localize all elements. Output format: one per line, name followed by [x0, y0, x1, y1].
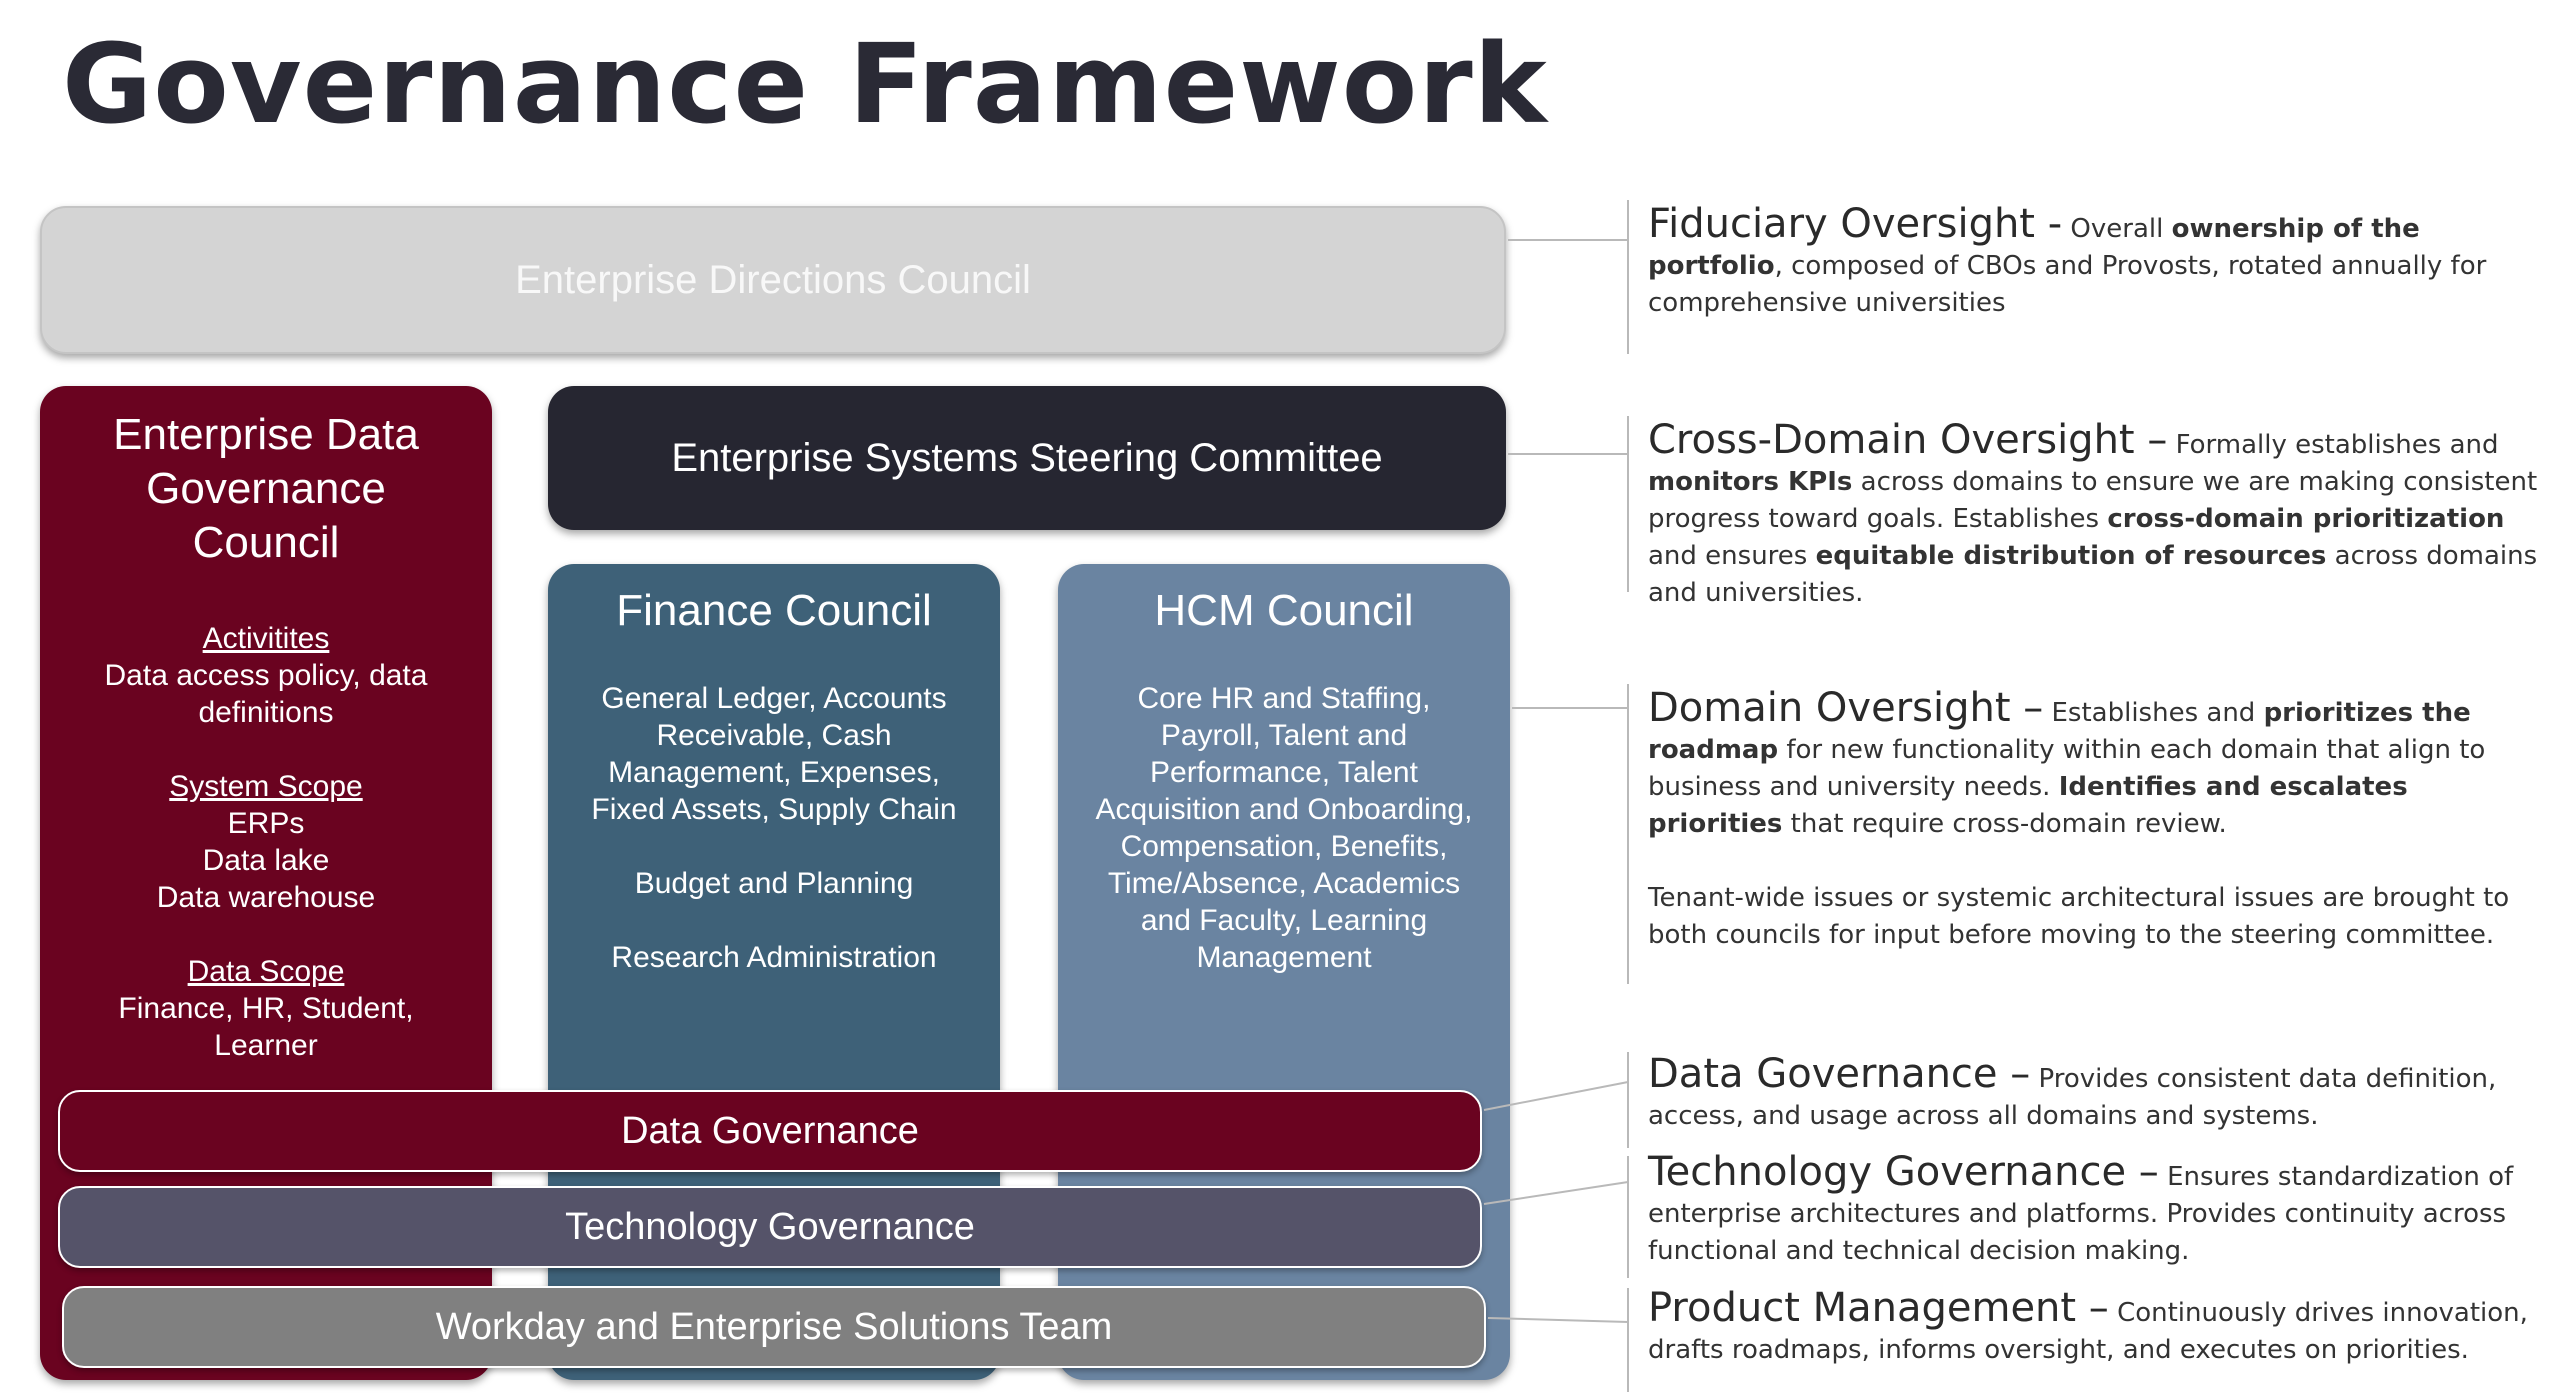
enterprise-directions-council-box: Enterprise Directions Council — [40, 206, 1506, 354]
workday-team-band: Workday and Enterprise Solutions Team — [62, 1286, 1486, 1368]
cross-domain-text: across domains and universities. — [1648, 541, 2538, 608]
hcm-council-line: Payroll, Talent and — [1160, 719, 1408, 752]
domain-bold: prioritizes the roadmap — [1648, 698, 2471, 765]
product-management-text: Continuously drives innovation, drafts r… — [1648, 1298, 2528, 1365]
finance-council-line: Management, Expenses, — [608, 756, 940, 789]
product-management-heading: Product Management – — [1648, 1285, 2109, 1331]
fiduciary-description: Fiduciary Oversight - Overall ownership … — [1648, 204, 2548, 322]
essc-label: Enterprise Systems Steering Committee — [671, 435, 1383, 480]
edgc-system-scope: System Scope ERPs Data lake Data warehou… — [40, 768, 492, 916]
activities-label: Activitites — [202, 622, 330, 655]
page-title: Governance Framework — [62, 20, 1548, 148]
hcm-council-line: Performance, Talent — [1150, 756, 1418, 789]
edgc-data-scope: Data Scope Finance, HR, Student, Learner — [40, 953, 492, 1064]
hcm-council-line: Time/Absence, Academics — [1107, 867, 1461, 900]
finance-council-title: Finance Council — [616, 586, 932, 635]
finance-council-line: Budget and Planning — [634, 867, 914, 900]
finance-council-body: General Ledger, Accounts Receivable, Cas… — [548, 680, 1000, 976]
bracket-line-fiduciary — [1627, 200, 1629, 354]
bracket-line-technology-governance — [1627, 1156, 1629, 1278]
edgc-activities: Activitites Data access policy, data def… — [40, 620, 492, 731]
fiduciary-text: Overall — [2062, 214, 2172, 244]
data-governance-text: Provides consistent data definition, acc… — [1648, 1064, 2497, 1131]
system-scope-label: System Scope — [169, 770, 363, 803]
technology-governance-description: Technology Governance – Ensures standard… — [1648, 1152, 2548, 1270]
data-governance-band: Data Governance — [58, 1090, 1482, 1172]
domain-heading: Domain Oversight – — [1648, 685, 2044, 731]
technology-governance-heading: Technology Governance – — [1648, 1149, 2159, 1195]
cross-domain-bold: cross-domain prioritization — [2107, 504, 2505, 534]
edgc-title-line: Governance — [146, 464, 386, 513]
workday-team-label: Workday and Enterprise Solutions Team — [435, 1305, 1113, 1348]
hcm-council-line: Core HR and Staffing, — [1137, 682, 1431, 715]
finance-council-line: Research Administration — [611, 941, 937, 974]
domain-text: for new functionality within each domain… — [1648, 735, 2486, 802]
hcm-council-line: and Faculty, Learning — [1140, 904, 1428, 937]
connector-technology-governance — [1483, 1181, 1629, 1205]
activities-line: definitions — [198, 696, 334, 729]
bracket-line-product — [1627, 1288, 1629, 1392]
cross-domain-heading: Cross-Domain Oversight – — [1648, 417, 2168, 463]
cross-domain-bold: monitors KPIs — [1648, 467, 1853, 497]
fiduciary-text: , composed of CBOs and Provosts, rotated… — [1648, 251, 2487, 318]
edgc-title: Enterprise Data Governance Council — [40, 408, 492, 570]
data-scope-line: Learner — [214, 1029, 318, 1062]
system-scope-line: ERPs — [227, 807, 305, 840]
system-scope-line: Data warehouse — [156, 881, 376, 914]
hcm-council-line: Management — [1196, 941, 1372, 974]
product-management-description: Product Management – Continuously drives… — [1648, 1288, 2548, 1369]
bracket-line-cross-domain — [1627, 416, 1629, 592]
finance-council-line: General Ledger, Accounts — [601, 682, 947, 715]
enterprise-directions-council-label: Enterprise Directions Council — [515, 257, 1031, 302]
hcm-council-title: HCM Council — [1154, 586, 1414, 635]
hcm-council-line: Compensation, Benefits, — [1120, 830, 1448, 863]
bracket-line-data-governance — [1627, 1052, 1629, 1148]
hcm-council-body: Core HR and Staffing, Payroll, Talent an… — [1058, 680, 1510, 976]
connector-data-governance — [1483, 1081, 1629, 1111]
edgc-title-line: Council — [192, 518, 340, 567]
technology-governance-band: Technology Governance — [58, 1186, 1482, 1268]
domain-description: Domain Oversight – Establishes and prior… — [1648, 688, 2548, 954]
domain-note: Tenant-wide issues or systemic architect… — [1648, 883, 2510, 950]
cross-domain-text: Formally establishes and — [2167, 430, 2499, 460]
cross-domain-description: Cross-Domain Oversight – Formally establ… — [1648, 420, 2548, 612]
hcm-council-line: Acquisition and Onboarding, — [1095, 793, 1473, 826]
activities-line: Data access policy, data — [104, 659, 428, 692]
cross-domain-text: and ensures — [1648, 541, 1816, 571]
finance-council-line: Fixed Assets, Supply Chain — [591, 793, 957, 826]
connector-product — [1487, 1317, 1629, 1323]
edgc-title-line: Enterprise Data — [113, 410, 419, 459]
data-governance-description: Data Governance – Provides consistent da… — [1648, 1054, 2548, 1135]
cross-domain-text: across domains to ensure we are making c… — [1648, 467, 2538, 534]
technology-governance-label: Technology Governance — [565, 1205, 975, 1248]
domain-bold: Identifies and escalates priorities — [1648, 772, 2408, 839]
enterprise-systems-steering-committee-box: Enterprise Systems Steering Committee — [548, 386, 1506, 530]
cross-domain-bold: equitable distribution of resources — [1815, 541, 2327, 571]
domain-text: that require cross-domain review. — [1782, 809, 2227, 839]
fiduciary-bold: ownership of the portfolio — [1648, 214, 2420, 281]
finance-council-line: Receivable, Cash — [656, 719, 892, 752]
technology-governance-text: Ensures standardization of enterprise ar… — [1648, 1162, 2514, 1266]
data-scope-label: Data Scope — [187, 955, 345, 988]
data-governance-heading: Data Governance – — [1648, 1051, 2031, 1097]
fiduciary-heading: Fiduciary Oversight - — [1648, 201, 2063, 247]
data-scope-line: Finance, HR, Student, — [118, 992, 414, 1025]
bracket-line-domain — [1627, 684, 1629, 984]
data-governance-label: Data Governance — [621, 1109, 919, 1152]
system-scope-line: Data lake — [202, 844, 330, 877]
domain-text: Establishes and — [2043, 698, 2264, 728]
